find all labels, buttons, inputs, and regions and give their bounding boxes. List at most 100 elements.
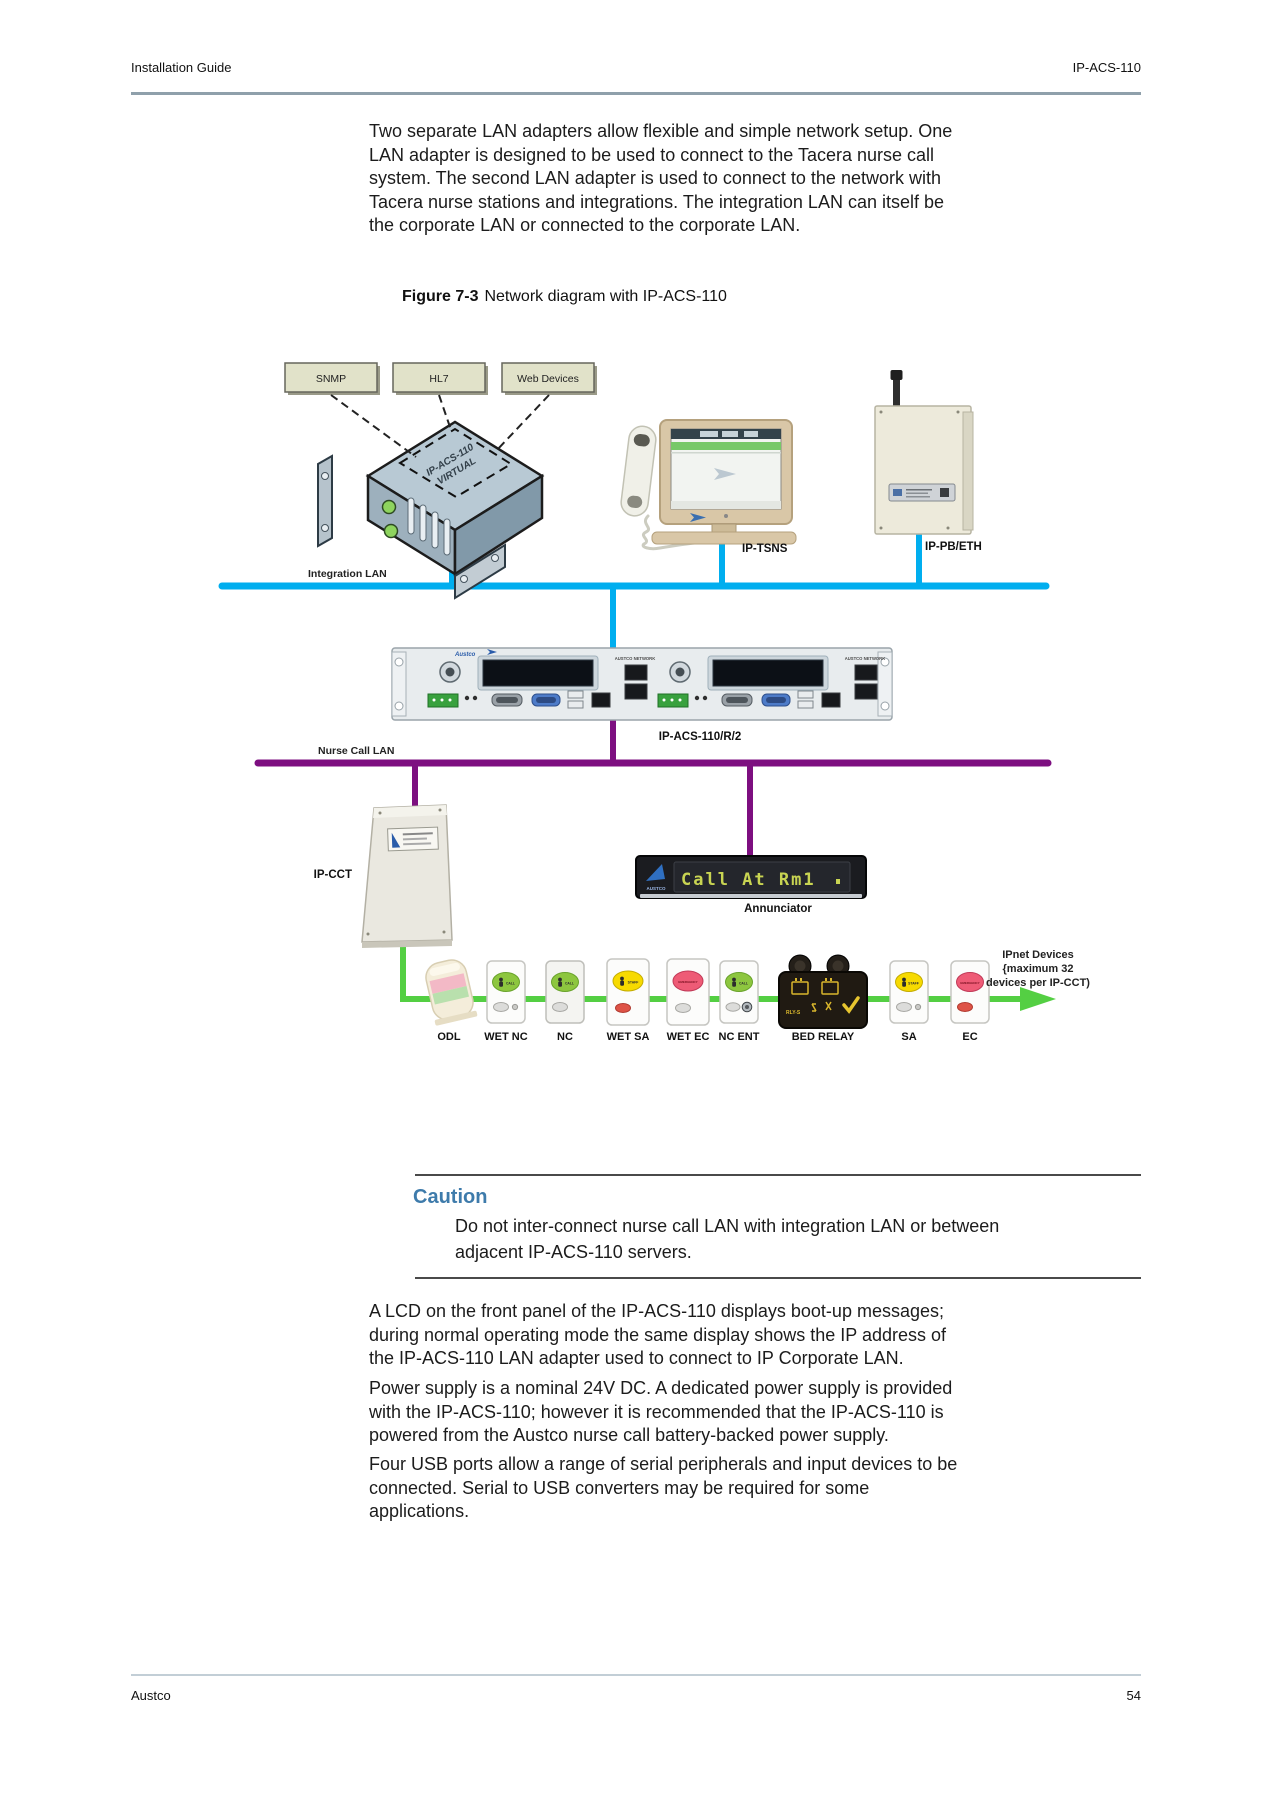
plate-barcode <box>940 488 949 497</box>
caution-heading: Caution <box>413 1186 488 1208</box>
label-wet-sa: WET SA <box>607 1031 650 1043</box>
emergency-button <box>672 970 704 992</box>
device-body <box>606 958 650 1026</box>
ear-hole <box>321 524 329 532</box>
usb-port <box>797 690 814 699</box>
rj45-port <box>624 683 648 700</box>
antenna-tip <box>890 370 903 380</box>
tsns-call-row <box>671 442 781 450</box>
handset-cord <box>641 514 708 551</box>
ip-cct <box>361 804 453 948</box>
port-icon <box>791 981 809 995</box>
port-pin <box>795 978 797 981</box>
label-wet-ec: WET EC <box>667 1031 710 1043</box>
virtual-dashed-diamond <box>398 427 513 499</box>
cct-label: IP-CCT <box>314 869 352 881</box>
tsns-statusbar <box>671 501 781 509</box>
lan-lines <box>218 529 1052 1002</box>
call-button-text: CALL <box>565 982 574 986</box>
rack-label: IP-ACS-110/R/2 <box>659 731 741 743</box>
vent-slit <box>431 511 439 549</box>
vent-slit <box>407 497 415 535</box>
ipnet-note-line2: {maximum 32 <box>1003 963 1074 975</box>
led-green <box>381 499 397 515</box>
ear-hole <box>880 701 890 711</box>
rj45-port <box>854 664 878 681</box>
relay-connector-pin <box>832 960 844 972</box>
x-icon <box>825 1001 832 1011</box>
vent-slit <box>419 504 427 542</box>
pbeth-body <box>874 405 972 535</box>
footer-rule <box>131 1674 1141 1676</box>
led-dot <box>702 695 708 701</box>
cct-top-shade <box>373 805 447 818</box>
speaker-center <box>745 1005 749 1009</box>
port-pin <box>800 978 802 981</box>
rack-ear-left <box>317 454 333 548</box>
relay-body <box>778 971 868 1029</box>
serial-pins <box>496 697 518 703</box>
person-icon <box>620 976 624 981</box>
tsns-divider <box>671 452 781 454</box>
header-right: IP-ACS-110 <box>1072 60 1141 75</box>
dome-band-green <box>432 985 470 1005</box>
relay-text: RLY-S <box>786 1010 801 1016</box>
vent-slit <box>443 518 451 556</box>
austco-arrow-icon <box>487 649 497 655</box>
network-port-label: AUSTCO NETWORK <box>845 656 885 661</box>
cancel-button <box>493 1002 509 1012</box>
caution-rule-bottom <box>415 1277 1141 1279</box>
integration-box-snmp: SNMP <box>284 362 380 395</box>
person-icon <box>902 981 906 987</box>
power-knob-center <box>675 667 685 677</box>
paragraph-usb: Four USB ports allow a range of serial p… <box>369 1454 958 1521</box>
screw <box>879 410 883 414</box>
vga-pins <box>766 697 786 703</box>
device-wet-sa: STAFF <box>606 958 650 1026</box>
rack-ear-left <box>391 651 407 717</box>
person-icon <box>902 977 906 982</box>
ear-hole <box>460 575 468 583</box>
pb-eth-label: IP-PB/ETH <box>925 541 982 553</box>
person-icon <box>499 977 503 982</box>
emergency-button <box>956 972 984 992</box>
cancel-button <box>552 1002 568 1012</box>
intro-paragraph: Two separate LAN adapters allow flexible… <box>369 121 953 235</box>
indicator-dot <box>914 1003 922 1011</box>
screw <box>442 930 446 934</box>
dome-sheen <box>429 962 460 977</box>
display-cursor-dot <box>836 879 840 884</box>
tsns-brand-logo <box>690 513 706 522</box>
figure-label: Figure 7-3 <box>402 288 479 305</box>
terminal-dot <box>448 698 452 702</box>
cancel-button <box>896 1002 912 1012</box>
usb-port <box>797 700 814 709</box>
person-icon <box>558 977 562 982</box>
device-body <box>666 958 710 1026</box>
ear-hole <box>321 472 329 480</box>
tsns-toolbar-button <box>700 431 718 437</box>
emergency-button-text: EMERGENCY <box>678 980 697 984</box>
device-wet-nc: CALL <box>486 960 526 1024</box>
tsns-toolbar-button <box>722 431 738 437</box>
screw <box>946 526 950 530</box>
connector-hl7 <box>438 394 452 431</box>
ear-hole <box>880 657 890 667</box>
call-button-text: CALL <box>506 982 515 986</box>
integration-box-hl7: HL7 <box>392 362 488 395</box>
led-dot <box>694 695 700 701</box>
cct-label-plate <box>387 826 439 852</box>
person-icon <box>620 980 624 986</box>
ipnet-arrowhead <box>1020 987 1056 1011</box>
cancel-button <box>957 1002 973 1012</box>
device-nc-ent: CALL <box>719 960 759 1024</box>
connector-web-devices <box>496 394 550 451</box>
connector-snmp <box>330 394 417 458</box>
port-pin <box>830 978 832 981</box>
cct-body <box>361 804 453 943</box>
paragraph-power: Power supply is a nominal 24V DC. A dedi… <box>369 1378 953 1445</box>
person-icon <box>732 977 736 982</box>
lcd-display <box>482 659 594 687</box>
header-rule <box>131 92 1141 95</box>
